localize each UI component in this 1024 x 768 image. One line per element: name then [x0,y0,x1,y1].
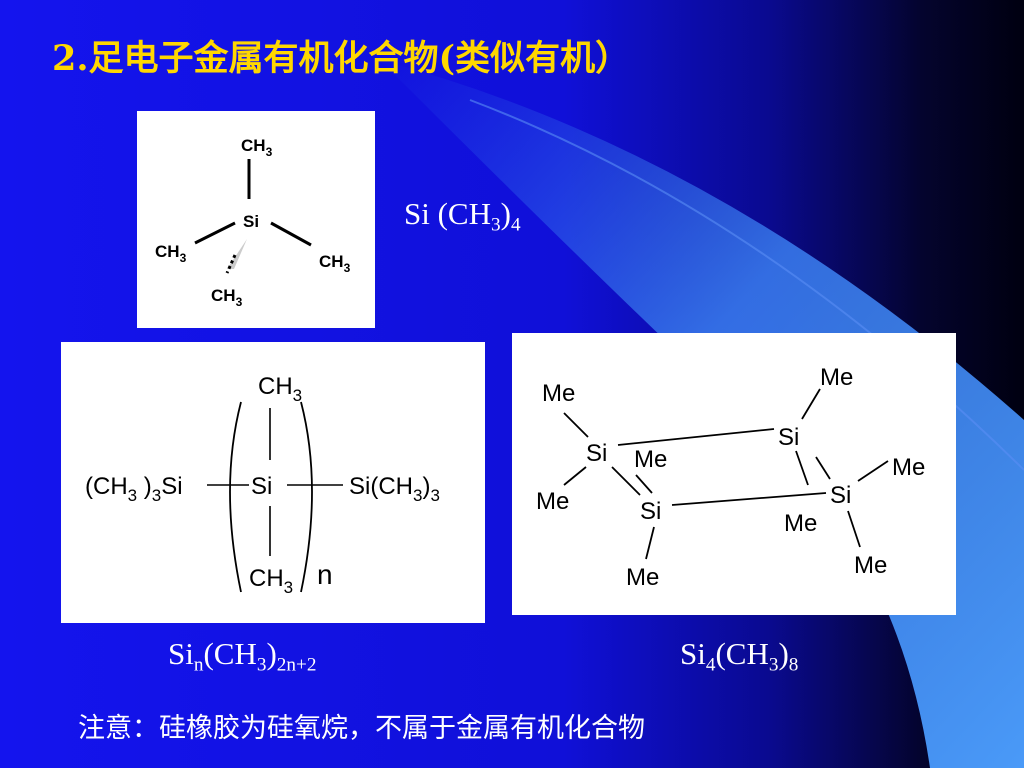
tms-top-methyl: CH3 [241,136,273,159]
methyl-8: Me [854,552,887,579]
methyl-1: Me [542,380,575,407]
cyclotetrasilane-formula: Si4(CH3)8 [680,636,799,676]
methyl-4: Me [626,564,659,591]
slide-note: 注意：硅橡胶为硅氧烷，不属于金属有机化合物 [78,713,645,744]
methyl-5: Me [820,364,853,391]
polysilane-repeat-n: n [317,559,333,590]
polysilane-bottom-methyl: CH3 [249,565,293,597]
polysilane-top-methyl: CH3 [258,373,302,405]
methyl-7: Me [784,510,817,537]
polysilane-formula: Sin(CH3)2n+2 [168,636,317,676]
ring-si-1: Si [586,440,607,467]
tms-right-methyl: CH3 [319,252,351,275]
tetramethylsilane-formula: Si (CH3)4 [404,196,521,236]
tms-center-si: Si [243,212,259,231]
cyclotetrasilane-structure-panel: Si Si Si Si Me Me Me Me Me Me Me Me [512,333,956,615]
ring-si-4: Si [640,498,661,525]
polysilane-right-group: Si(CH3)3 [349,473,440,505]
methyl-6: Me [892,454,925,481]
polysilane-left-group: (CH3 )3Si [85,473,183,505]
tms-bottom-methyl: CH3 [211,286,243,309]
slide-title: 2.足电子金属有机化合物(类似有机） [52,38,631,79]
polysilane-center-si: Si [251,473,272,500]
ring-si-3: Si [830,482,851,509]
methyl-2: Me [536,488,569,515]
ring-si-2: Si [778,424,799,451]
tetramethylsilane-structure-panel: CH3 Si CH3 CH3 CH3 [137,111,375,328]
methyl-3: Me [634,446,667,473]
tms-left-methyl: CH3 [155,242,187,265]
polysilane-structure-panel: CH3 (CH3 )3Si Si Si(CH3)3 CH3 n [61,342,485,623]
